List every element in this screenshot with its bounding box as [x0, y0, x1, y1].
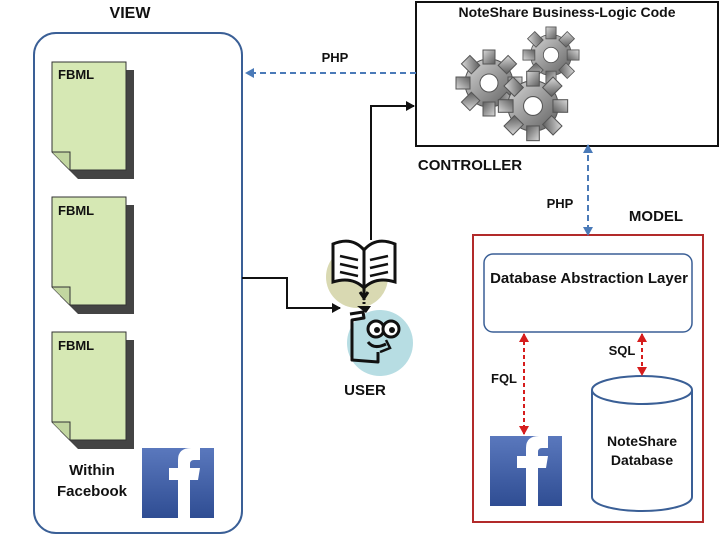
database-abstraction-layer-box [483, 253, 693, 333]
fbml-page-1 [51, 61, 134, 179]
fbml-page-3 [51, 331, 134, 449]
view-title: VIEW [109, 5, 151, 22]
fbml-label-1: FBML [58, 67, 95, 82]
php-model-label: PHP [546, 196, 574, 211]
model-title: MODEL [628, 208, 684, 225]
fbml-label-3: FBML [58, 338, 95, 353]
user-face-icon [349, 306, 401, 364]
user-to-controller-arrow [370, 101, 415, 240]
noteshare-database-label: NoteShare Database [606, 433, 678, 468]
facebook-logo-icon-model [490, 436, 562, 506]
facebook-logo-icon [142, 448, 214, 518]
view-container [33, 32, 243, 534]
controller-title: CONTROLLER [417, 157, 523, 174]
sql-label: SQL [608, 343, 636, 358]
database-cylinder-icon [591, 375, 693, 512]
user-label: USER [344, 382, 386, 399]
business-logic-code-title: NoteShare Business-Logic Code [458, 4, 676, 20]
fbml-label-2: FBML [58, 203, 95, 218]
within-facebook-label: Within Facebook [56, 462, 128, 500]
fql-label: FQL [491, 371, 517, 386]
fbml-page-2 [51, 196, 134, 314]
user-figure [326, 239, 413, 376]
php-view-label: PHP [321, 50, 349, 65]
database-abstraction-layer-label: Database Abstraction Layer [490, 270, 688, 287]
book-icon [331, 239, 397, 306]
view-to-user-arrow [242, 277, 341, 313]
